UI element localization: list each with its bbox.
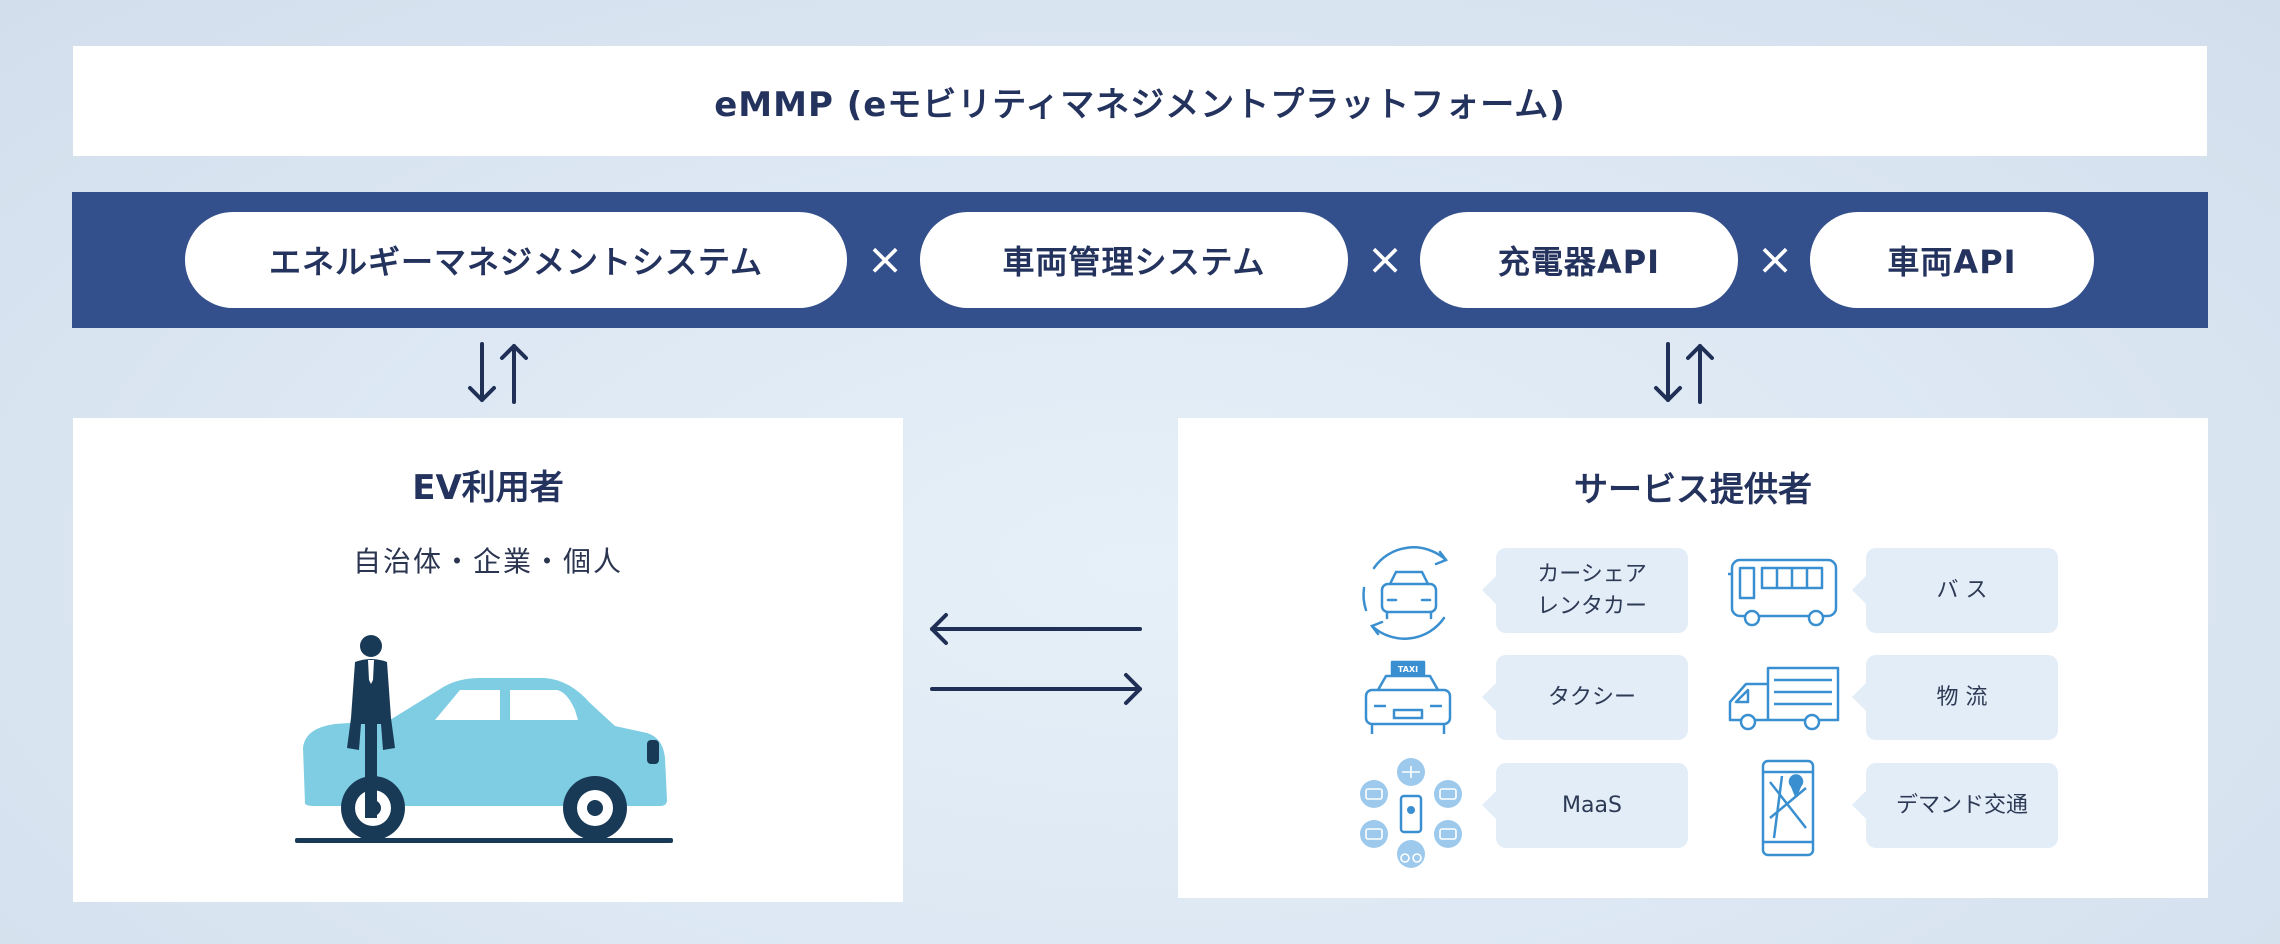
- maas-icon: [1360, 758, 1462, 868]
- service-label-logistics: 物 流: [1852, 655, 2058, 740]
- service-label-demand-transport: デマンド交通: [1852, 763, 2058, 848]
- platform-title: eMMP (eモビリティマネジメントプラットフォーム): [714, 84, 1566, 125]
- ev-car-with-person-icon: [295, 635, 673, 843]
- ev-users-title: EV利用者: [412, 468, 564, 508]
- times-symbol: ×: [866, 234, 904, 285]
- system-pill-vehicle-management: 車両管理システム: [920, 212, 1348, 308]
- system-pill-vehicle-api: 車両API: [1810, 212, 2094, 308]
- bidirectional-vertical-arrow-icon: [468, 342, 528, 404]
- ev-users-panel: EV利用者 自治体・企業・個人: [73, 418, 903, 902]
- times-symbol: ×: [1756, 234, 1794, 285]
- car-sharing-icon: [1362, 546, 1448, 640]
- platform-title-bar: eMMP (eモビリティマネジメントプラットフォーム): [73, 46, 2207, 156]
- system-pill-energy-management: エネルギーマネジメントシステム: [185, 212, 847, 308]
- smartphone-map-icon: [1761, 759, 1815, 857]
- taxi-icon: TAXI: [1364, 660, 1452, 734]
- system-pill-charger-api: 充電器API: [1420, 212, 1738, 308]
- svg-text:TAXI: TAXI: [1398, 665, 1418, 674]
- bus-icon: [1728, 558, 1838, 627]
- service-providers-title: サービス提供者: [1574, 470, 1812, 510]
- systems-band: エネルギーマネジメントシステム × 車両管理システム × 充電器API × 車両…: [72, 192, 2208, 328]
- bidirectional-vertical-arrow-icon: [1654, 342, 1714, 404]
- times-symbol: ×: [1366, 234, 1404, 285]
- truck-icon: [1728, 666, 1840, 731]
- service-providers-panel: サービス提供者 カーシェア レンタカー バ ス: [1178, 418, 2208, 898]
- bidirectional-horizontal-arrow-icon: [930, 613, 1142, 705]
- service-label-maas: MaaS: [1482, 763, 1688, 848]
- service-label-taxi: タクシー: [1482, 655, 1688, 740]
- service-label-car-sharing: カーシェア レンタカー: [1482, 548, 1688, 633]
- service-label-bus: バ ス: [1852, 548, 2058, 633]
- ev-users-subtitle: 自治体・企業・個人: [352, 545, 623, 578]
